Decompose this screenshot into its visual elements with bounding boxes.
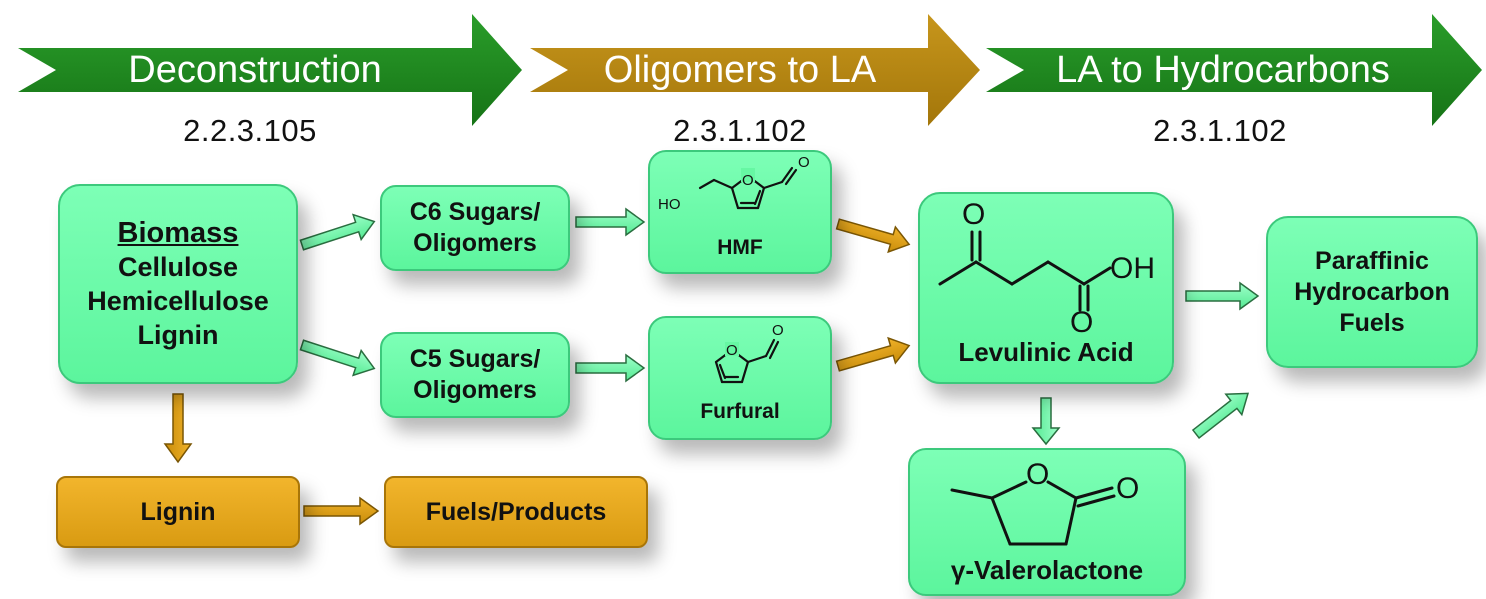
gold-flow-arrows xyxy=(163,218,911,526)
banner-label-deconstruction: Deconstruction xyxy=(128,49,382,91)
biomass-line: Cellulose xyxy=(117,252,239,282)
node-levulinic-acid: O OH O Levulinic Acid xyxy=(918,192,1174,384)
flow-arrows xyxy=(299,207,1260,446)
arrow-hmf-to-levulinic xyxy=(835,218,911,254)
paraffinic-line: Fuels xyxy=(1339,308,1405,337)
project-code-hydrocarbons: 2.3.1.102 xyxy=(1153,113,1287,148)
gvl-carbonyl-o-label: O xyxy=(1116,472,1140,505)
biomass-line: Hemicellulose xyxy=(87,286,269,316)
arrow-gvl-to-paraffinic xyxy=(1191,392,1250,439)
arrow-levulinic-to-paraffinic xyxy=(1185,281,1260,311)
gvl-structure-icon xyxy=(950,480,1116,546)
paraffinic-line: Hydrocarbon xyxy=(1294,277,1450,306)
furfural-structure-icon xyxy=(714,338,780,384)
node-gamma-valerolactone: O O γ-Valerolactone xyxy=(908,448,1186,596)
gvl-label: γ-Valerolactone xyxy=(950,555,1144,585)
levulinic-structure-icon xyxy=(938,230,1112,312)
gvl-ring-o-label: O xyxy=(1026,458,1050,491)
levulinic-oh-label: OH xyxy=(1110,252,1155,285)
arrow-biomass-to-c6 xyxy=(299,213,376,251)
project-code-deconstruction: 2.2.3.105 xyxy=(183,113,317,148)
furfural-label: Furfural xyxy=(700,400,780,423)
lignin-label: Lignin xyxy=(140,497,216,526)
node-lignin: Lignin xyxy=(56,476,300,548)
c6-line: C6 Sugars/ xyxy=(409,198,541,226)
hmf-label: HMF xyxy=(717,236,763,259)
arrow-biomass-to-c5 xyxy=(299,339,376,377)
hmf-aldehyde-o-label: O xyxy=(798,154,810,171)
node-hmf: HO O O HMF xyxy=(648,150,832,274)
arrow-c6-to-hmf xyxy=(575,207,646,237)
c6-line: Oligomers xyxy=(413,229,537,257)
node-c5-sugars: C5 Sugars/ Oligomers xyxy=(380,332,570,418)
furfural-aldehyde-o-label: O xyxy=(772,322,784,339)
arrow-furfural-to-levulinic xyxy=(835,336,911,372)
biomass-title: Biomass xyxy=(117,217,239,249)
biomass-line: Lignin xyxy=(137,320,219,350)
c5-line: Oligomers xyxy=(413,376,537,404)
hmf-structure-icon xyxy=(698,166,798,210)
banner-arrow-deconstruction xyxy=(18,14,522,126)
arrow-biomass-to-lignin xyxy=(163,393,193,464)
node-fuels-products: Fuels/Products xyxy=(384,476,648,548)
banner-arrow-hydrocarbons xyxy=(986,14,1482,126)
arrow-levulinic-to-gvl xyxy=(1031,397,1061,446)
node-paraffinic-fuels: Paraffinic Hydrocarbon Fuels xyxy=(1266,216,1478,368)
node-furfural: O O Furfural xyxy=(648,316,832,440)
levulinic-label: Levulinic Acid xyxy=(958,337,1134,367)
banner-label-hydrocarbons: LA to Hydrocarbons xyxy=(1056,49,1390,91)
c5-line: C5 Sugars/ xyxy=(409,345,541,373)
arrow-lignin-to-fuels xyxy=(303,496,380,526)
hmf-ho-label: HO xyxy=(658,196,681,213)
arrow-c5-to-furfural xyxy=(575,353,646,383)
node-biomass: Biomass Cellulose Hemicellulose Lignin xyxy=(58,184,298,384)
banner-label-oligomers: Oligomers to LA xyxy=(603,49,877,91)
furfural-ring-o-label: O xyxy=(726,342,738,359)
levulinic-carbonyl-o-label: O xyxy=(1070,306,1094,339)
node-c6-sugars: C6 Sugars/ Oligomers xyxy=(380,185,570,271)
paraffinic-line: Paraffinic xyxy=(1315,246,1429,275)
project-code-oligomers: 2.3.1.102 xyxy=(673,113,807,148)
fuels-products-label: Fuels/Products xyxy=(425,497,607,526)
banner-arrow-oligomers xyxy=(530,14,980,126)
hmf-ring-o-label: O xyxy=(742,172,754,189)
levulinic-ketone-o-label: O xyxy=(962,198,986,231)
